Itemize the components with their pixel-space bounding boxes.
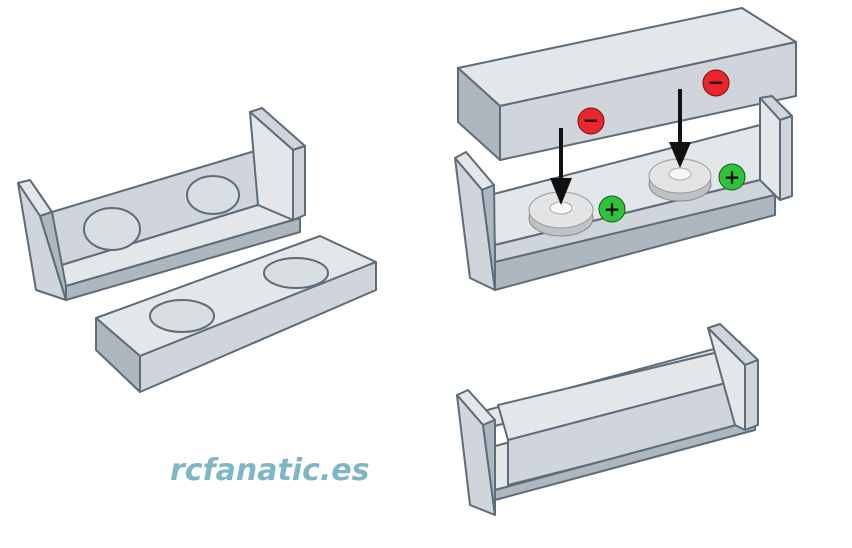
plus-symbol: + (724, 165, 741, 189)
magnet (648, 158, 712, 202)
site-logo: rcfanatic.es (170, 453, 369, 488)
minus-symbol: − (708, 70, 725, 94)
magnet-hole (263, 257, 329, 289)
arrow-down-icon (669, 89, 691, 168)
plus-symbol: + (604, 197, 621, 221)
plate-with-holes (95, 235, 377, 393)
plus-badge-icon: + (598, 195, 626, 223)
bracket-with-magnets: − − + + (454, 69, 793, 291)
arrow-down-icon (550, 128, 572, 205)
magnet-hole (149, 299, 215, 333)
assembled-holder (456, 323, 759, 516)
bracket-with-holes (17, 107, 306, 301)
magnet-hole (83, 207, 141, 251)
minus-badge-icon: − (577, 107, 605, 135)
minus-badge-icon: − (702, 69, 730, 97)
magnet-hole (186, 175, 240, 215)
plus-badge-icon: + (718, 163, 746, 191)
magnet (528, 191, 594, 237)
minus-symbol: − (583, 108, 600, 132)
